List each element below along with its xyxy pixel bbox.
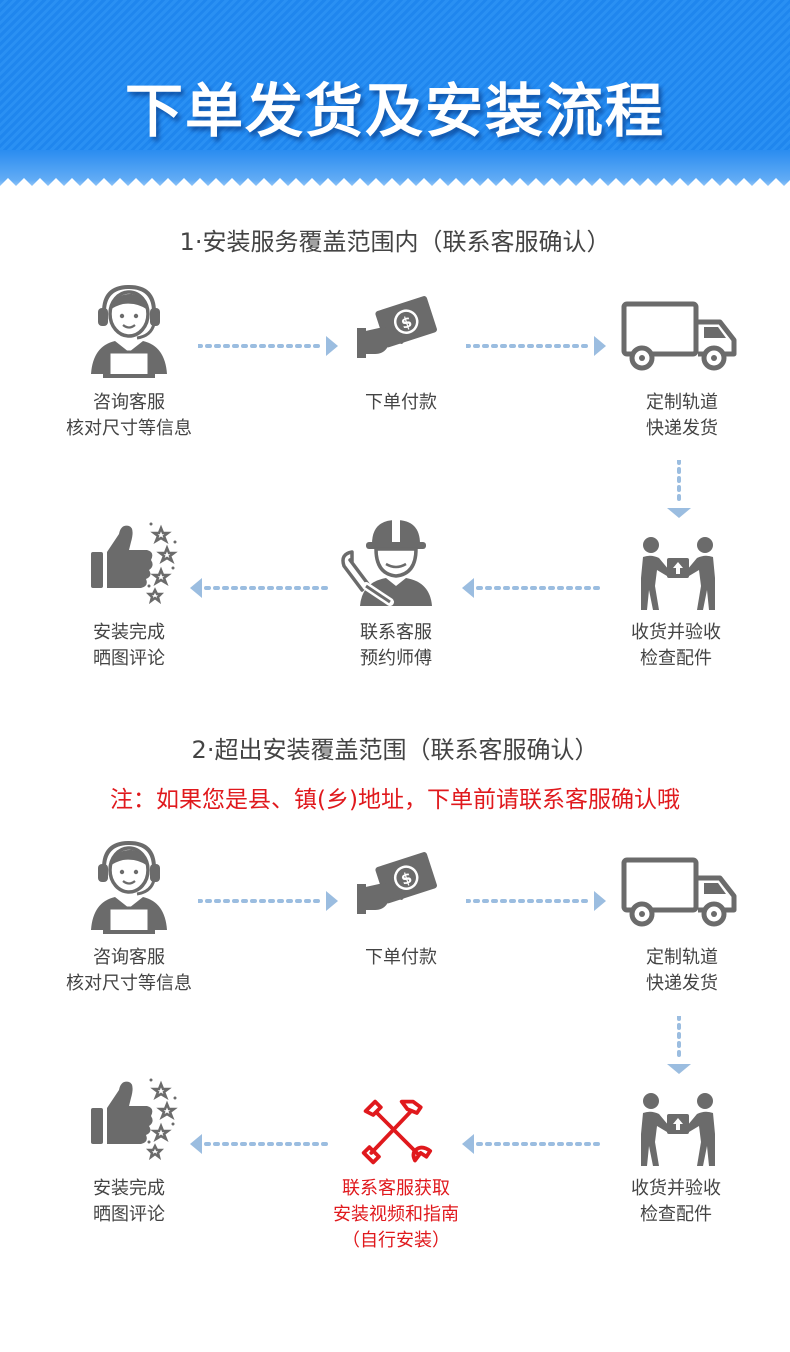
arrow-left-icon [462, 1132, 604, 1156]
delivery-handover-icon [641, 537, 715, 610]
step-label: 联系客服获取安装视频和指南（自行安装） [333, 1178, 459, 1251]
arrow-right-icon [198, 334, 340, 358]
arrow-left-icon [190, 1132, 332, 1156]
truck-icon [620, 296, 740, 374]
step-label: 定制轨道快递发货 [646, 947, 718, 994]
zigzag-border [0, 178, 790, 200]
arrow-right-icon [466, 889, 608, 913]
arrow-right-icon [466, 334, 608, 358]
arrow-down-icon [667, 1016, 691, 1076]
step-label: 安装完成晒图评论 [93, 1178, 165, 1225]
installer-worker-icon [340, 514, 436, 610]
section2-heading: 2·超出安装覆盖范围（联系客服确认） [191, 736, 599, 764]
customer-service-icon [89, 841, 169, 936]
thumbs-up-stars-icon [89, 1077, 178, 1159]
step-label: 联系客服预约师傅 [360, 622, 432, 669]
payment-icon [357, 850, 440, 916]
step-label: 下单付款 [365, 392, 437, 413]
arrow-right-icon [198, 889, 340, 913]
arrow-left-icon [462, 576, 604, 600]
delivery-handover-icon [641, 1093, 715, 1166]
arrow-down-icon [667, 460, 691, 520]
page-title: 下单发货及安装流程 [124, 77, 665, 145]
step-label: 收货并验收检查配件 [631, 622, 721, 669]
arrow-left-icon [190, 576, 332, 600]
step-label: 收货并验收检查配件 [631, 1178, 721, 1225]
payment-icon [357, 294, 440, 360]
thumbs-up-stars-icon [89, 521, 178, 603]
section1-heading: 1·安装服务覆盖范围内（联系客服确认） [179, 228, 611, 256]
tools-icon [361, 1099, 433, 1165]
header-banner: 下单发货及安装流程 [0, 0, 790, 200]
step-label: 咨询客服核对尺寸等信息 [66, 392, 192, 439]
truck-icon [620, 852, 740, 930]
step-label: 安装完成晒图评论 [93, 622, 165, 669]
step-label: 咨询客服核对尺寸等信息 [66, 947, 192, 994]
step-label: 定制轨道快递发货 [646, 392, 718, 439]
address-note: 注：如果您是县、镇(乡)地址，下单前请联系客服确认哦 [110, 787, 680, 813]
customer-service-icon [89, 285, 169, 380]
step-label: 下单付款 [365, 947, 437, 968]
